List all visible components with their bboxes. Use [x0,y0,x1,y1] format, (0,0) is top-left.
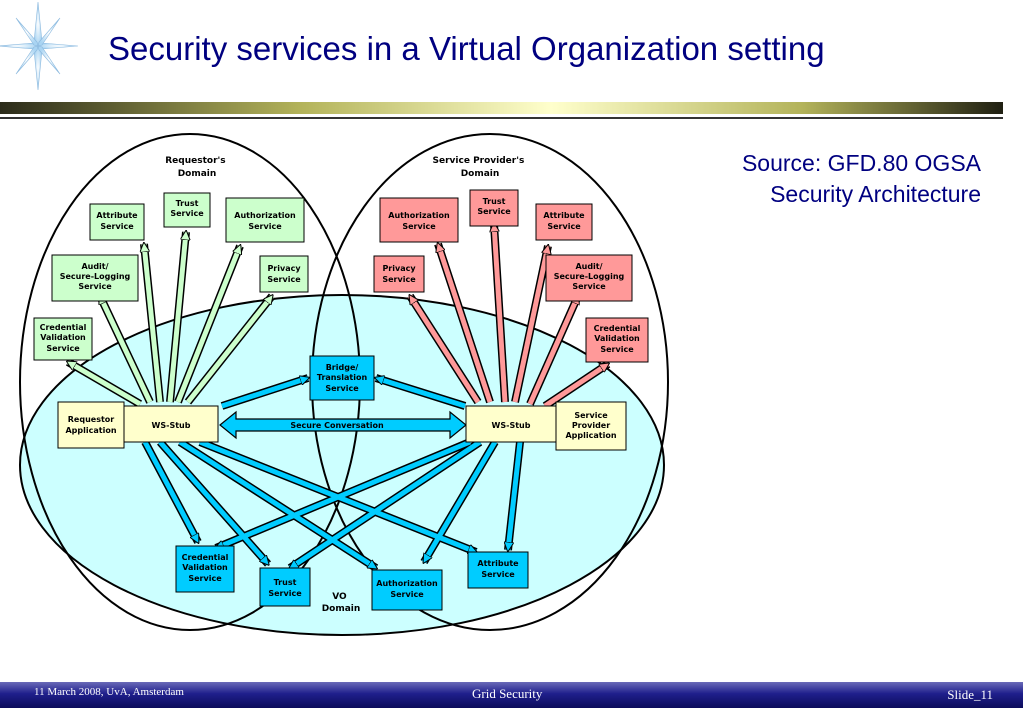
title-divider [0,102,1003,114]
slide-title: Security services in a Virtual Organizat… [108,30,825,67]
vo-domain-label: VO Domain [322,592,361,614]
slide-number: Slide_11 [947,687,993,702]
title-divider-line [0,117,1003,119]
provider-ws-stub: WS-Stub [465,405,557,443]
footer-band [0,682,1023,708]
vo-domain-ellipse [19,294,665,636]
requestor-ws-stub: WS-Stub [123,405,219,443]
footer-date: 11 March 2008, UvA, Amsterdam [34,686,184,698]
svg-text:WS-Stub: WS-Stub [492,421,531,430]
source-line-1: Source: GFD.80 OGSA [741,150,981,176]
source-note: Source: GFD.80 OGSA Security Architectur… [742,148,981,210]
source-line-2: Security Architecture [770,181,981,207]
provider-domain-label: Service Provider's Domain [433,156,528,179]
svg-text:WS-Stub: WS-Stub [152,421,191,430]
security-architecture-diagram: Requestor's Domain Service Provider's Do… [19,133,669,636]
footer-title: Grid Security [472,686,543,701]
star-logo-icon [0,1,79,91]
secure-conversation-label: Secure Conversation [290,421,384,430]
requestor-domain-label: Requestor's Domain [165,156,229,179]
